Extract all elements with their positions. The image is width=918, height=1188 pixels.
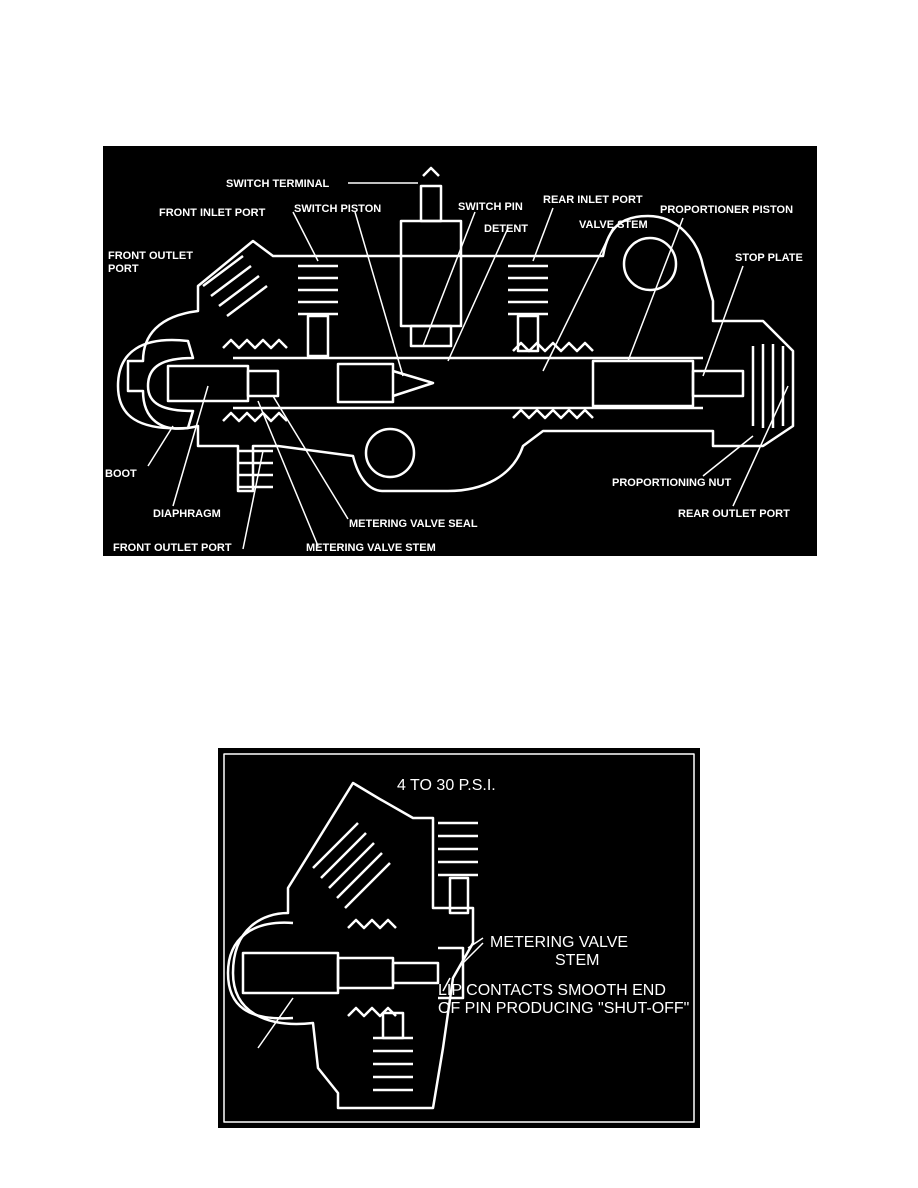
proportioner-spring bbox=[512, 341, 594, 353]
detent-label: DETENT bbox=[484, 223, 528, 235]
valve-cross-section-drawing bbox=[116, 166, 795, 550]
rear-inlet-port-label: REAR INLET PORT bbox=[543, 194, 643, 206]
lip-contacts-label-line2: OF PIN PRODUCING "SHUT-OFF" bbox=[438, 1000, 690, 1017]
metering-valve-detail-diagram: 4 TO 30 P.S.I. METERING VALVE STEM LIP C… bbox=[218, 748, 700, 1128]
combination-valve-diagram: SWITCH TERMINAL FRONT INLET PORT SWITCH … bbox=[103, 146, 817, 556]
proportioning-nut-label: PROPORTIONING NUT bbox=[612, 477, 732, 489]
boot-shape bbox=[116, 338, 195, 430]
pressure-label: 4 TO 30 P.S.I. bbox=[397, 777, 496, 794]
metering-spring bbox=[222, 338, 288, 350]
front-outlet-threads-top bbox=[202, 255, 268, 317]
metering-valve-stem-label: METERING VALVE STEM bbox=[306, 542, 436, 554]
front-outlet-port-top-label: FRONT OUTLET bbox=[108, 250, 193, 262]
metering-valve-seal-label: METERING VALVE SEAL bbox=[349, 518, 478, 530]
rear-outlet-threads bbox=[751, 344, 785, 428]
proportioner-piston-label: PROPORTIONER PISTON bbox=[660, 204, 794, 216]
front-outlet-threads-bottom bbox=[238, 449, 273, 489]
switch-piston-label: SWITCH PISTON bbox=[294, 203, 382, 215]
leader-lines bbox=[147, 182, 789, 550]
boot-label: BOOT bbox=[105, 468, 137, 480]
metering-valve-stem-label: METERING VALVE bbox=[490, 934, 629, 951]
rear-inlet-threads bbox=[508, 264, 548, 316]
switch-pin-label: SWITCH PIN bbox=[458, 201, 523, 213]
valve-body-outline bbox=[126, 214, 795, 493]
rear-outlet-port-label: REAR OUTLET PORT bbox=[678, 508, 790, 520]
switch-terminal-label: SWITCH TERMINAL bbox=[226, 178, 330, 190]
front-inlet-threads bbox=[298, 264, 338, 316]
lip-contacts-label: LIP CONTACTS SMOOTH END bbox=[438, 982, 666, 999]
metering-valve-stem-label-line2: STEM bbox=[555, 952, 600, 969]
front-outlet-port-bottom-label: FRONT OUTLET PORT bbox=[113, 542, 232, 554]
front-outlet-port-top-label-line2: PORT bbox=[108, 263, 139, 275]
front-inlet-port-label: FRONT INLET PORT bbox=[159, 207, 266, 219]
diaphragm-label: DIAPHRAGM bbox=[153, 508, 221, 520]
valve-stem-label: VALVE STEM bbox=[579, 219, 648, 231]
stop-plate-label: STOP PLATE bbox=[735, 252, 803, 264]
metering-valve-detail-drawing bbox=[223, 753, 695, 1123]
